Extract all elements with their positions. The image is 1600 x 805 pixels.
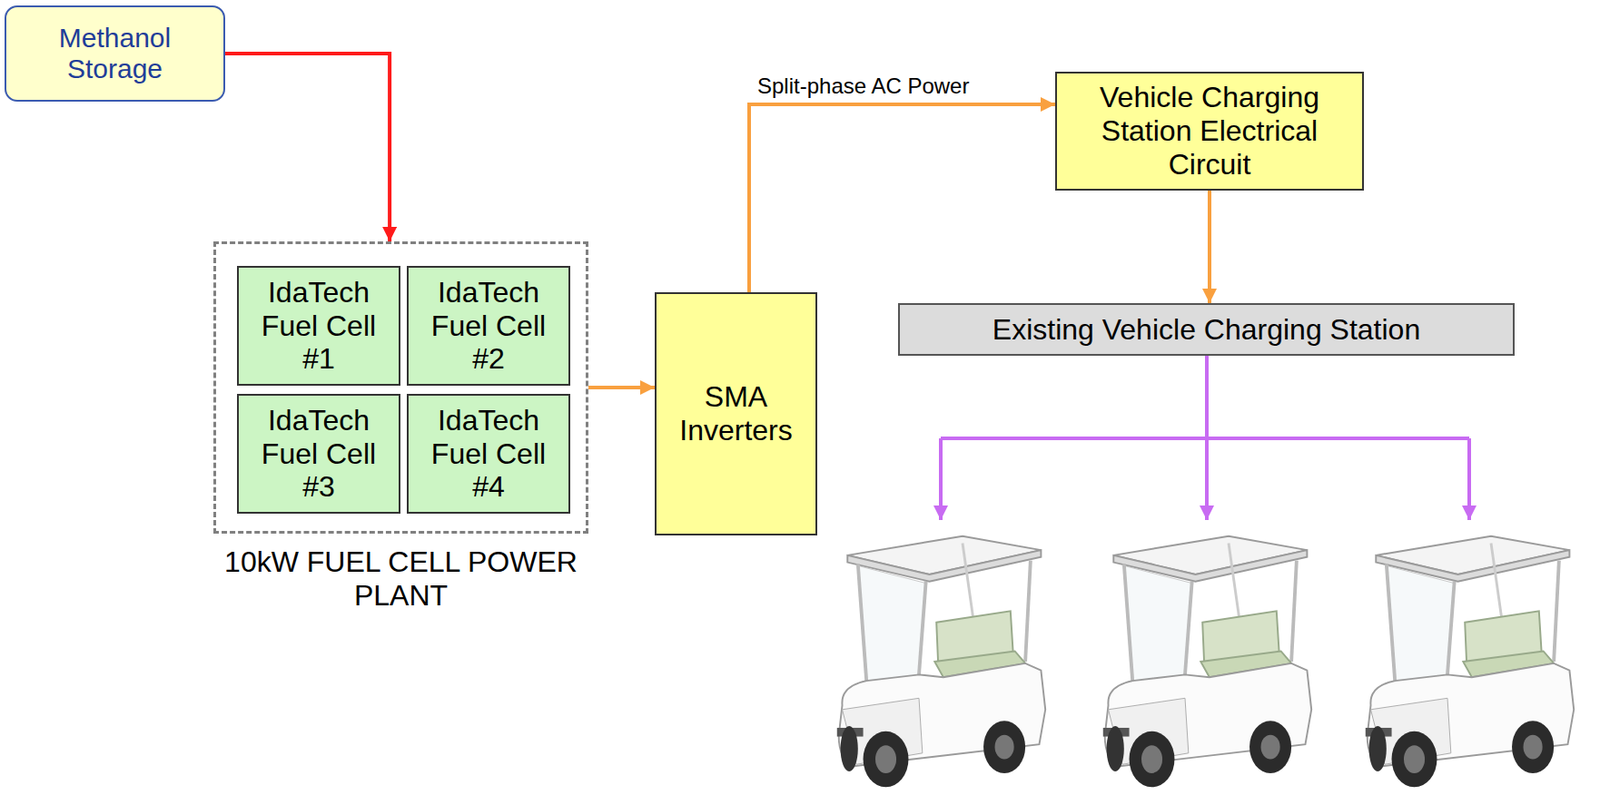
edge-label: Split-phase AC Power <box>754 73 972 99</box>
cart-feed-wire <box>1204 355 1209 439</box>
fuel-cell-box: IdaTech Fuel Cell #3 <box>237 394 401 514</box>
power-connector <box>1207 190 1212 304</box>
node-text: Vehicle Charging Station Electrical Circ… <box>1075 80 1344 181</box>
plant-group: IdaTech Fuel Cell #1 IdaTech Fuel Cell #2… <box>213 241 589 534</box>
cart-feed-wires <box>940 355 1470 521</box>
node-text: Methanol Storage <box>20 22 209 86</box>
cart-feed-wire <box>1204 438 1209 521</box>
node-text: IdaTech Fuel Cell #2 <box>421 276 556 376</box>
fuel-line <box>225 53 390 242</box>
cart-feed-wire <box>1467 438 1472 521</box>
node-text: IdaTech Fuel Cell #1 <box>251 276 386 376</box>
power-connector <box>749 104 1056 293</box>
fuel-cell-box: IdaTech Fuel Cell #1 <box>237 266 401 386</box>
inverter-box: SMA Inverters <box>654 292 818 536</box>
station-box: Existing Vehicle Charging Station <box>898 303 1515 356</box>
golf-cart <box>1365 536 1574 788</box>
tank-box: Methanol Storage <box>4 5 226 102</box>
node-text: IdaTech Fuel Cell #3 <box>251 404 386 504</box>
edge-label-holder: Split-phase AC Power <box>754 73 972 99</box>
group-caption: 10kW FUEL CELL POWER PLANT <box>216 545 586 613</box>
caption-holder: 10kW FUEL CELL POWER PLANT <box>216 545 586 613</box>
fuel-cell-box: IdaTech Fuel Cell #2 <box>406 266 571 386</box>
golf-cart <box>1103 536 1312 788</box>
power-connector <box>588 385 655 390</box>
cart-feed-wire <box>938 438 943 521</box>
node-text: Existing Vehicle Charging Station <box>992 313 1421 347</box>
fuel-cell-box: IdaTech Fuel Cell #4 <box>406 394 571 514</box>
golf-cart <box>837 536 1046 788</box>
node-text: SMA Inverters <box>667 380 805 448</box>
circuit-box: Vehicle Charging Station Electrical Circ… <box>1055 71 1364 191</box>
node-text: IdaTech Fuel Cell #4 <box>421 404 556 504</box>
